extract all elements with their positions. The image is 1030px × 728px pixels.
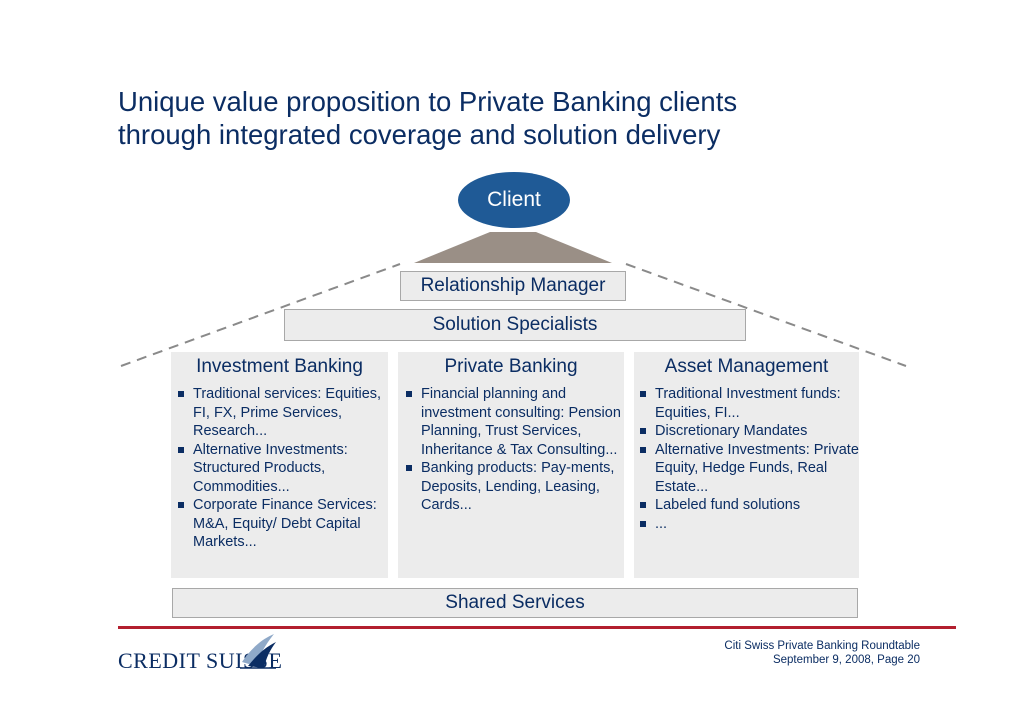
footer-date-page: September 9, 2008, Page 20 bbox=[772, 654, 920, 666]
list-item: Corporate Finance Services: M&A, Equity/… bbox=[175, 496, 388, 552]
slide-title: Unique value proposition to Private Bank… bbox=[118, 85, 938, 151]
asset-management-panel: Asset Management Traditional Investment … bbox=[634, 352, 859, 578]
title-line-1: Unique value proposition to Private Bank… bbox=[118, 86, 738, 117]
footer-rule bbox=[118, 626, 956, 629]
title-line-2: through integrated coverage and solution… bbox=[118, 119, 721, 150]
asset-management-heading: Asset Management bbox=[664, 356, 829, 377]
private-banking-panel: Private Banking Financial planning and i… bbox=[398, 352, 624, 578]
client-connector-trapezoid bbox=[414, 232, 612, 263]
client-node: Client bbox=[458, 172, 570, 228]
roof-dashed-left bbox=[120, 263, 401, 367]
shared-services-box: Shared Services bbox=[172, 588, 858, 618]
list-item: Alternative Investments: Private Equity,… bbox=[637, 441, 859, 497]
footer-info: Citi Swiss Private Banking Roundtable Se… bbox=[700, 639, 920, 667]
list-item: ... bbox=[637, 515, 859, 534]
asset-management-list: Traditional Investment funds: Equities, … bbox=[634, 385, 859, 533]
investment-banking-heading: Investment Banking bbox=[196, 356, 363, 377]
list-item: Discretionary Mandates bbox=[637, 422, 859, 441]
list-item: Alternative Investments: Structured Prod… bbox=[175, 441, 388, 497]
list-item: Labeled fund solutions bbox=[637, 496, 859, 515]
private-banking-heading: Private Banking bbox=[444, 356, 578, 377]
list-item: Banking products: Pay-ments, Deposits, L… bbox=[403, 459, 624, 515]
relationship-manager-box: Relationship Manager bbox=[400, 271, 626, 301]
list-item: Financial planning and investment consul… bbox=[403, 385, 624, 459]
list-item: Traditional Investment funds: Equities, … bbox=[637, 385, 859, 422]
investment-banking-panel: Investment Banking Traditional services:… bbox=[171, 352, 388, 578]
private-banking-list: Financial planning and investment consul… bbox=[398, 385, 624, 515]
credit-suisse-sails-logo-icon bbox=[240, 634, 276, 669]
footer-event: Citi Swiss Private Banking Roundtable bbox=[724, 640, 920, 652]
list-item: Traditional services: Equities, FI, FX, … bbox=[175, 385, 388, 441]
investment-banking-list: Traditional services: Equities, FI, FX, … bbox=[171, 385, 388, 552]
solution-specialists-box: Solution Specialists bbox=[284, 309, 746, 341]
